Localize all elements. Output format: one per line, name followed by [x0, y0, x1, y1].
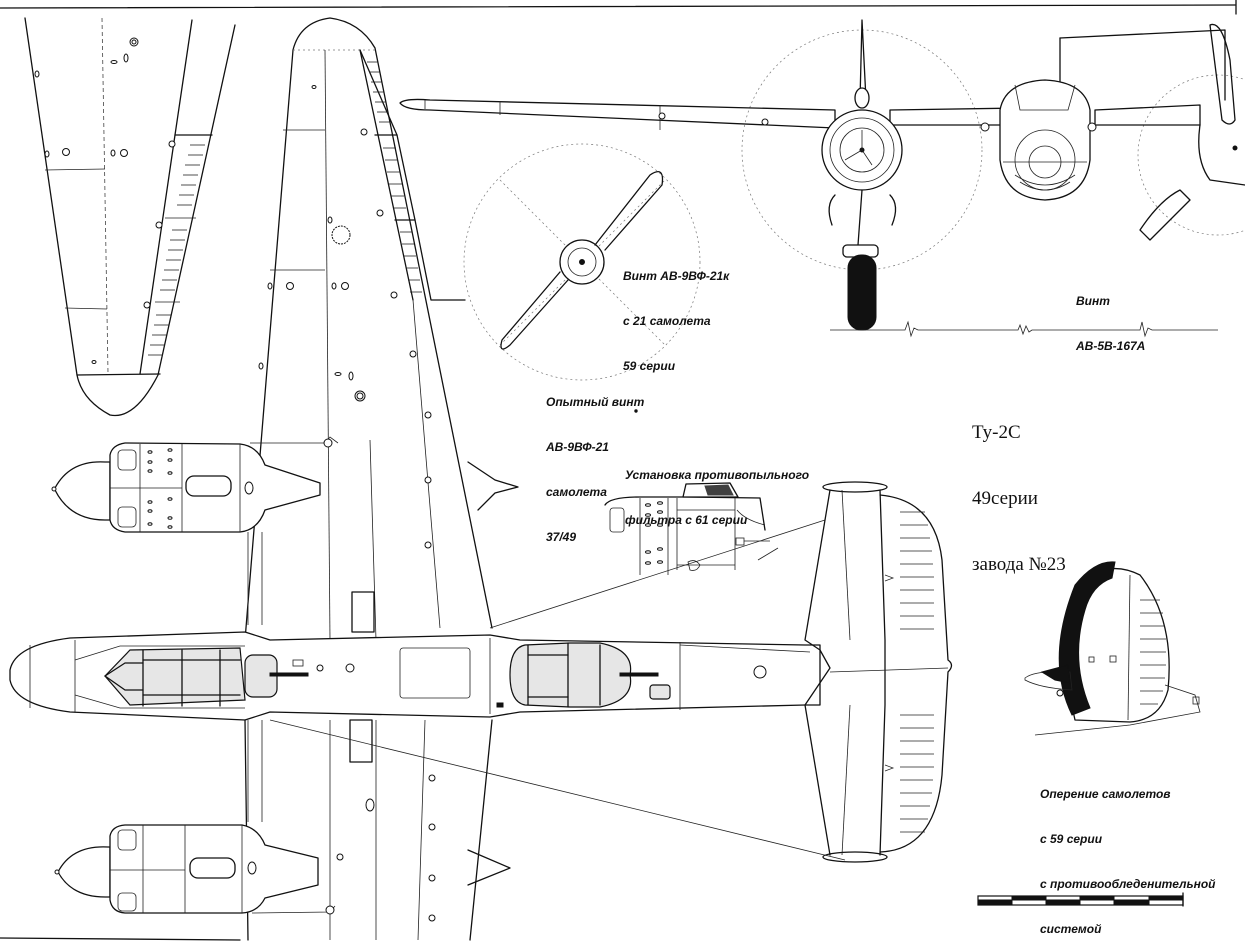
wing-panel-detail [24, 17, 236, 417]
upper-wing [244, 17, 519, 641]
title-line3: завода №23 [972, 554, 1066, 575]
title-block: Ту-2С 49серии завода №23 [972, 378, 1066, 598]
prop-av5b167a-label: Винт АВ-5В-167А [1076, 264, 1145, 369]
prop-experimental-line1: Опытный винт [546, 395, 645, 409]
prop-experimental-label: Опытный винт АВ-9ВФ-21 самолета 37/49 [546, 365, 644, 560]
reference-lines [269, 519, 846, 861]
horizontal-tail [804, 481, 953, 863]
prop-av9vf21k-line2: с 21 самолета [623, 314, 711, 328]
tail-deicing-line1: Оперение самолетов [1040, 787, 1171, 801]
lower-wing [244, 719, 511, 941]
tail-deicing-line3: с противообледенительной [1040, 877, 1216, 891]
dust-filter-label: Установка противопыльного фильтра с 61 с… [625, 438, 809, 543]
prop-experimental-line4: 37/49 [546, 530, 577, 544]
prop-av9vf21k-line1: Винт АВ-9ВФ-21к [623, 269, 730, 283]
front-cockpit-glazing [104, 647, 309, 707]
tail-deicing-label: Оперение самолетов с 59 серии с противоо… [1040, 757, 1216, 952]
title-line1: Ту-2С [972, 422, 1021, 443]
prop-av9vf21k-line3: 59 серии [623, 359, 676, 373]
title-line2: 49серии [972, 488, 1038, 509]
rear-cockpit-glazing [496, 642, 671, 708]
ground-line [830, 320, 1218, 338]
scale-bar [977, 892, 1184, 907]
prop-av5b167a-line2: АВ-5В-167А [1076, 339, 1146, 353]
front-view [399, 19, 1245, 338]
prop-av5b167a-line1: Винт [1076, 294, 1110, 308]
upper-engine-nacelle [51, 436, 339, 625]
tail-fin-detail [1024, 561, 1201, 736]
lower-engine-nacelle [54, 720, 336, 915]
dust-filter-detail [604, 482, 779, 575]
dust-filter-line2: фильтра с 61 серии [625, 513, 748, 527]
prop-experimental-line3: самолета [546, 485, 607, 499]
tail-deicing-line4: системой [1040, 922, 1102, 936]
prop-experimental-line2: АВ-9ВФ-21 [546, 440, 609, 454]
propeller-detail [463, 143, 701, 413]
prop-av9vf21k-label: Винт АВ-9ВФ-21к с 21 самолета 59 серии [623, 239, 729, 389]
dust-filter-line1: Установка противопыльного [625, 468, 810, 482]
tail-deicing-line2: с 59 серии [1040, 832, 1103, 846]
